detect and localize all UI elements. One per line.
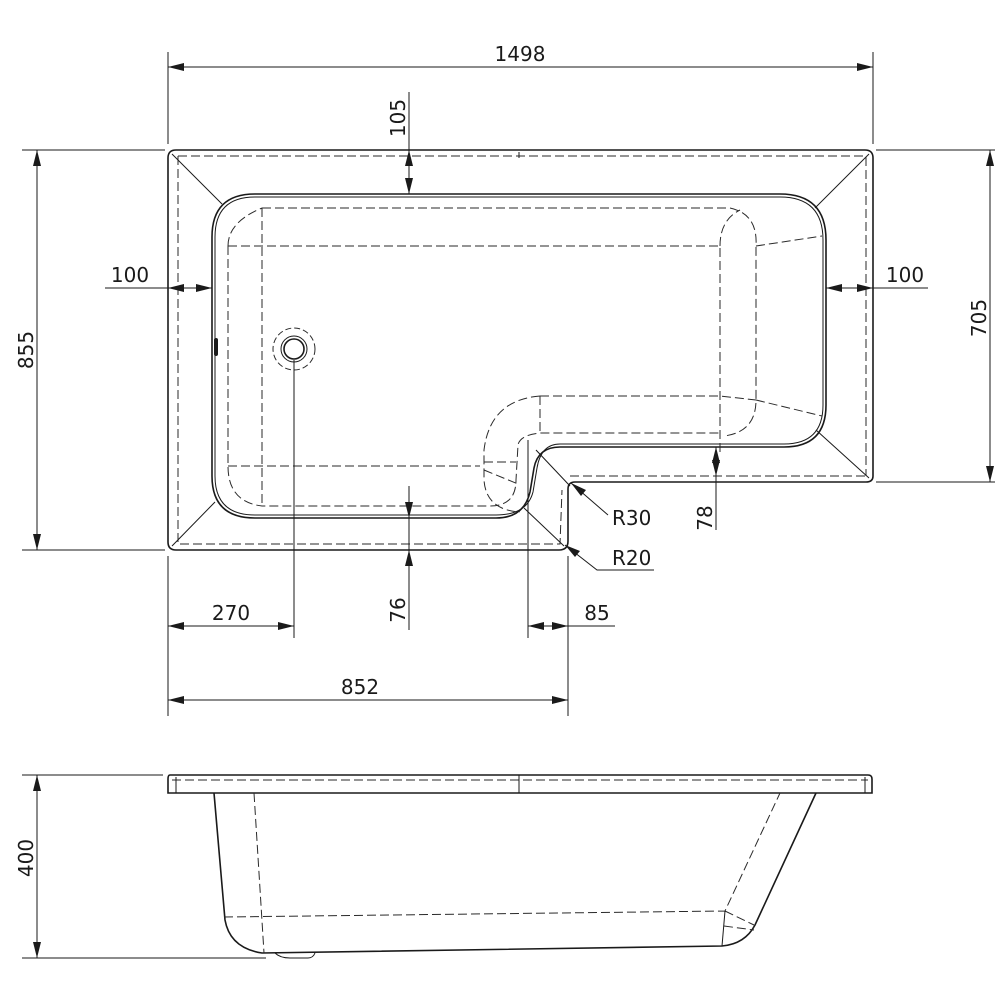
side-body-outline (213, 792, 817, 954)
waste-foot (274, 952, 316, 959)
step-hump-hidden (483, 395, 757, 513)
dim-step-rim: 78 (693, 505, 717, 530)
dim-rim-top: 105 (386, 99, 410, 137)
outer-rim-outline (167, 149, 874, 551)
mitre-line (171, 153, 223, 205)
basin-top-edge (211, 193, 827, 519)
basin-floor-hidden (227, 207, 730, 507)
dim-overall-width: 855 (14, 331, 38, 369)
side-rim (167, 774, 873, 794)
mitre-line (171, 501, 216, 547)
dim-depth: 400 (14, 839, 38, 877)
dim-inner-radius: R30 (612, 506, 651, 530)
mitre-line (814, 153, 870, 209)
dim-overall-length: 1498 (495, 42, 546, 66)
dim-rim-left: 100 (111, 263, 149, 287)
dim-waste-offset: 270 (212, 601, 250, 625)
dim-step-offset: 85 (584, 601, 609, 625)
rim-hidden-line (177, 155, 867, 545)
dim-rim-bottom: 76 (386, 597, 410, 622)
mitre-line (815, 429, 870, 479)
mitre-line (535, 449, 571, 487)
plan-dimensions: 1498 105 855 705 100 100 76 (14, 42, 995, 716)
basin-top-edge-inner (214, 196, 824, 516)
side-view (167, 774, 873, 959)
dim-narrow-end-width: 705 (967, 299, 991, 337)
mitre-line (523, 507, 565, 547)
side-body-hidden (223, 792, 781, 954)
plan-view (167, 149, 874, 551)
dim-wide-section-length: 852 (341, 675, 379, 699)
dim-rim-right: 100 (886, 263, 924, 287)
basin-slope-hidden (719, 207, 823, 437)
overflow-slot-icon (214, 338, 218, 356)
dim-outer-radius: R20 (612, 546, 651, 570)
side-dimensions: 400 (14, 774, 266, 959)
